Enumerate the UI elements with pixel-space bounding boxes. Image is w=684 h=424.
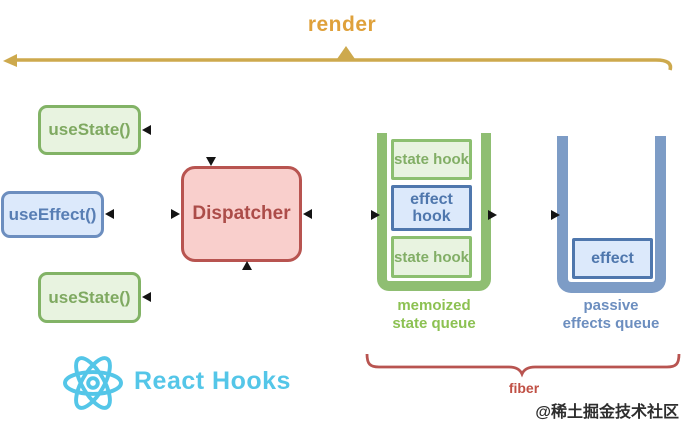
use-state-top-node: useState() [38,105,141,155]
state-queue-container [377,133,491,291]
arrowhead-into-dispatcher-bottom [242,261,252,270]
effect-hook-item: effect hook [391,185,472,231]
center-caret [337,46,355,59]
state-hook-item: state hook [391,139,472,180]
arrowhead-into-effects-queue [551,210,560,220]
react-hooks-label: React Hooks [134,367,291,395]
arrowhead-into-state-queue [371,210,380,220]
effects-queue-caption-line1: passive [583,297,639,314]
arrowhead-into-dispatcher-right [303,209,312,219]
dispatcher-node: Dispatcher [181,166,302,262]
arrowhead-left [3,54,17,67]
arrowhead-into-use-effect [105,209,114,219]
state-queue-caption-line2: state queue [392,315,476,332]
fiber-brace [365,353,681,378]
effect-item: effect [572,238,653,279]
arrowhead-out-of-state-queue [488,210,497,220]
effects-queue-caption: passive effects queue [545,297,677,333]
arrowhead-into-dispatcher-top [206,157,216,166]
state-queue-caption: memoized state queue [367,297,501,333]
render-title: render [307,13,377,36]
react-atom-icon [63,356,123,410]
state-queue-caption-line1: memoized [397,297,471,314]
state-hook-item: state hook [391,236,472,278]
use-state-bottom-node: useState() [38,272,141,323]
arrowhead-into-dispatcher-left [171,209,180,219]
fiber-label: fiber [508,380,540,396]
use-effect-node: useEffect() [1,191,104,238]
effects-queue-caption-line2: effects queue [562,315,660,332]
effects-queue-container [557,136,666,293]
watermark: @稀土掘金技术社区 [535,404,679,421]
arrowhead-into-use-state-top [142,125,151,135]
arrowhead-into-use-state-bottom [142,292,151,302]
